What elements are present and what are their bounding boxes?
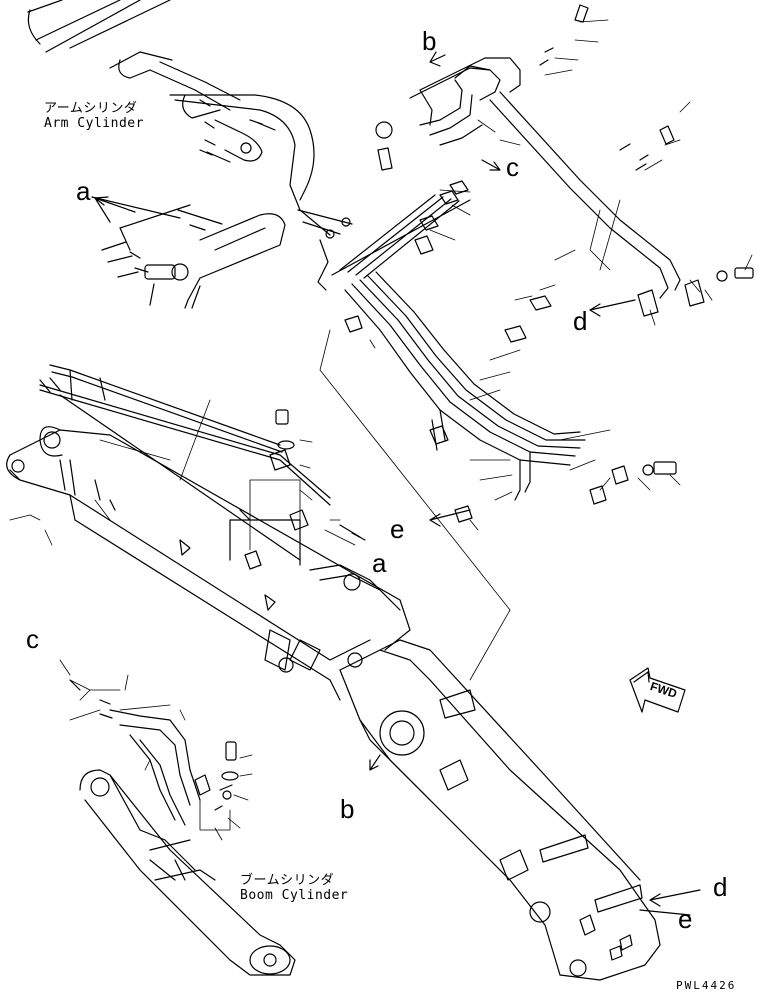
arm-structure bbox=[6, 394, 411, 701]
callout-a-lower: a bbox=[372, 548, 387, 578]
arm-cylinder-label-en: Arm Cylinder bbox=[44, 116, 144, 131]
leader-lines-upper bbox=[369, 19, 753, 531]
callout-e-lower: e bbox=[678, 904, 693, 934]
arm-fittings bbox=[199, 119, 353, 291]
boom-cylinder-label-jp: ブームシリンダ bbox=[240, 873, 335, 888]
callout-c-right: c bbox=[506, 152, 519, 182]
arm-cylinder bbox=[27, 0, 263, 162]
upper-pipes bbox=[331, 57, 681, 501]
callout-c-left: c bbox=[26, 624, 39, 654]
callout-a-upper-lines bbox=[91, 196, 223, 309]
callout-b-lower: b bbox=[340, 794, 355, 824]
callout-arrows bbox=[69, 51, 701, 916]
boom-cylinder-hoses bbox=[99, 699, 239, 826]
callout-a-upper: a bbox=[76, 176, 91, 206]
drawing-code: PWL4426 bbox=[676, 979, 737, 992]
boom-cylinder-label: ブームシリンダ Boom Cylinder bbox=[240, 874, 348, 902]
arm-cylinder-label-jp: アームシリンダ bbox=[44, 101, 138, 116]
arm-pipes bbox=[39, 364, 331, 570]
arm-leaders bbox=[9, 399, 356, 551]
boom-cylinder-label-en: Boom Cylinder bbox=[240, 888, 349, 903]
callout-d-right: d bbox=[573, 306, 588, 336]
arm-cylinder-label: アームシリンダ Arm Cylinder bbox=[44, 102, 144, 130]
arm-cylinder-hoses bbox=[169, 94, 331, 309]
boom-cylinder bbox=[79, 769, 296, 976]
connector-lines bbox=[319, 199, 621, 681]
callout-e-left: e bbox=[390, 514, 405, 544]
callout-b-upper: b bbox=[422, 26, 437, 56]
boom-structure bbox=[339, 639, 661, 981]
upper-clamps bbox=[344, 4, 754, 523]
boom-cylinder-leaders bbox=[59, 659, 253, 841]
callout-d-lower: d bbox=[713, 872, 728, 902]
fwd-arrow-shape bbox=[629, 667, 686, 713]
